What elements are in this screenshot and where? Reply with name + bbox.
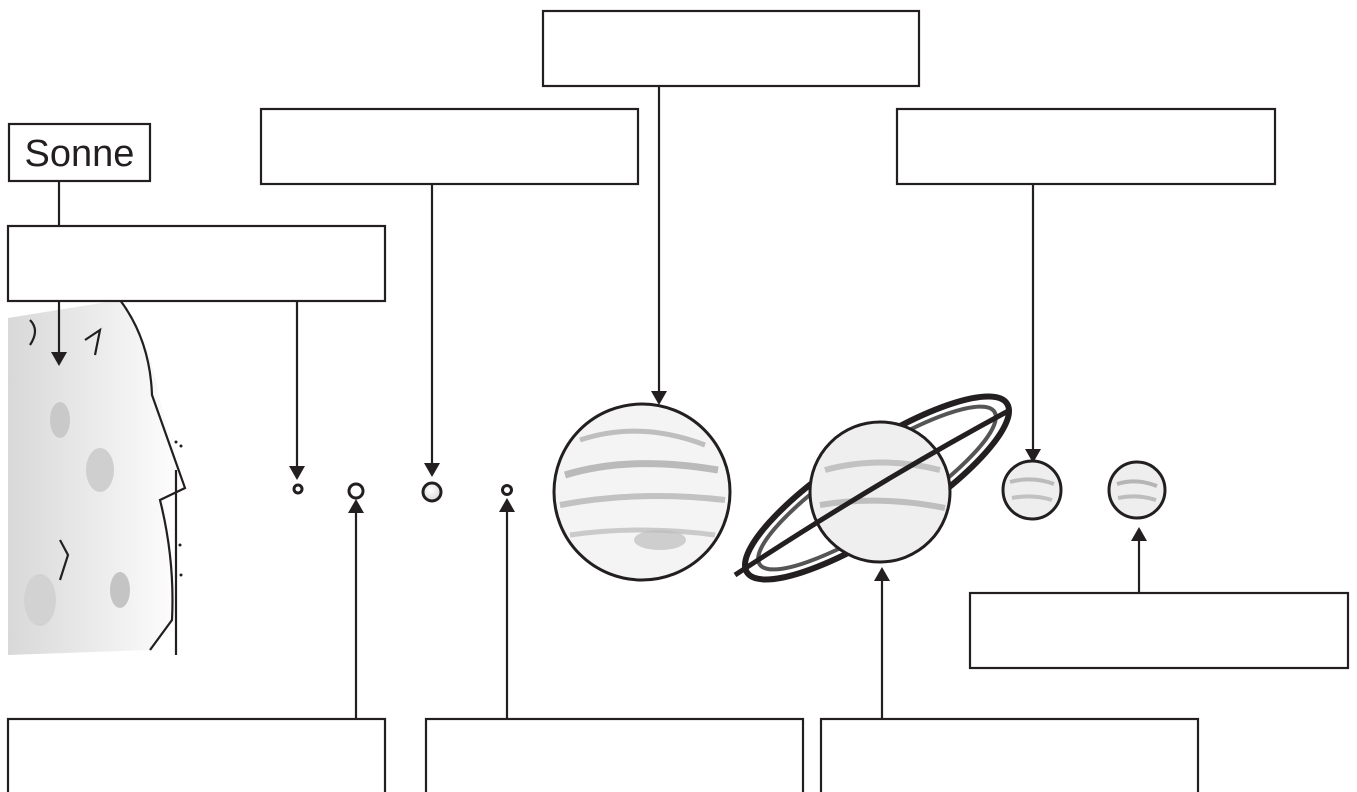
arrow-down-mercury bbox=[289, 466, 305, 480]
arrow-down-earth bbox=[424, 463, 440, 477]
jupiter-planet bbox=[552, 402, 732, 582]
label-box-jupiter[interactable] bbox=[541, 9, 921, 88]
mars-planet bbox=[501, 484, 513, 496]
arrow-up-mars bbox=[499, 498, 515, 512]
label-box-left-upper[interactable] bbox=[6, 224, 387, 303]
sun-drawing bbox=[8, 299, 187, 655]
arrow-up-saturn bbox=[874, 567, 890, 581]
saturn-planet bbox=[733, 393, 1012, 583]
neptune-planet bbox=[1107, 460, 1167, 520]
arrow-up-venus bbox=[348, 499, 364, 513]
sun-label: Sonne bbox=[25, 133, 135, 175]
label-box-saturn[interactable] bbox=[819, 717, 1200, 792]
label-box-venus[interactable] bbox=[6, 717, 387, 792]
arrow-down-jupiter bbox=[651, 391, 667, 405]
arrow-down-uranus bbox=[1025, 449, 1041, 463]
label-box-mars[interactable] bbox=[424, 717, 805, 792]
label-box-neptune[interactable] bbox=[968, 591, 1350, 670]
arrow-up-neptune bbox=[1131, 527, 1147, 541]
arrow-down-sun bbox=[51, 352, 67, 366]
label-box-earth[interactable] bbox=[259, 107, 640, 186]
mercury-planet bbox=[292, 483, 304, 495]
label-box-uranus[interactable] bbox=[895, 107, 1277, 186]
uranus-planet bbox=[1001, 459, 1063, 521]
sun-label-box bbox=[7, 122, 152, 183]
earth-planet bbox=[421, 481, 443, 503]
venus-planet bbox=[347, 482, 365, 500]
